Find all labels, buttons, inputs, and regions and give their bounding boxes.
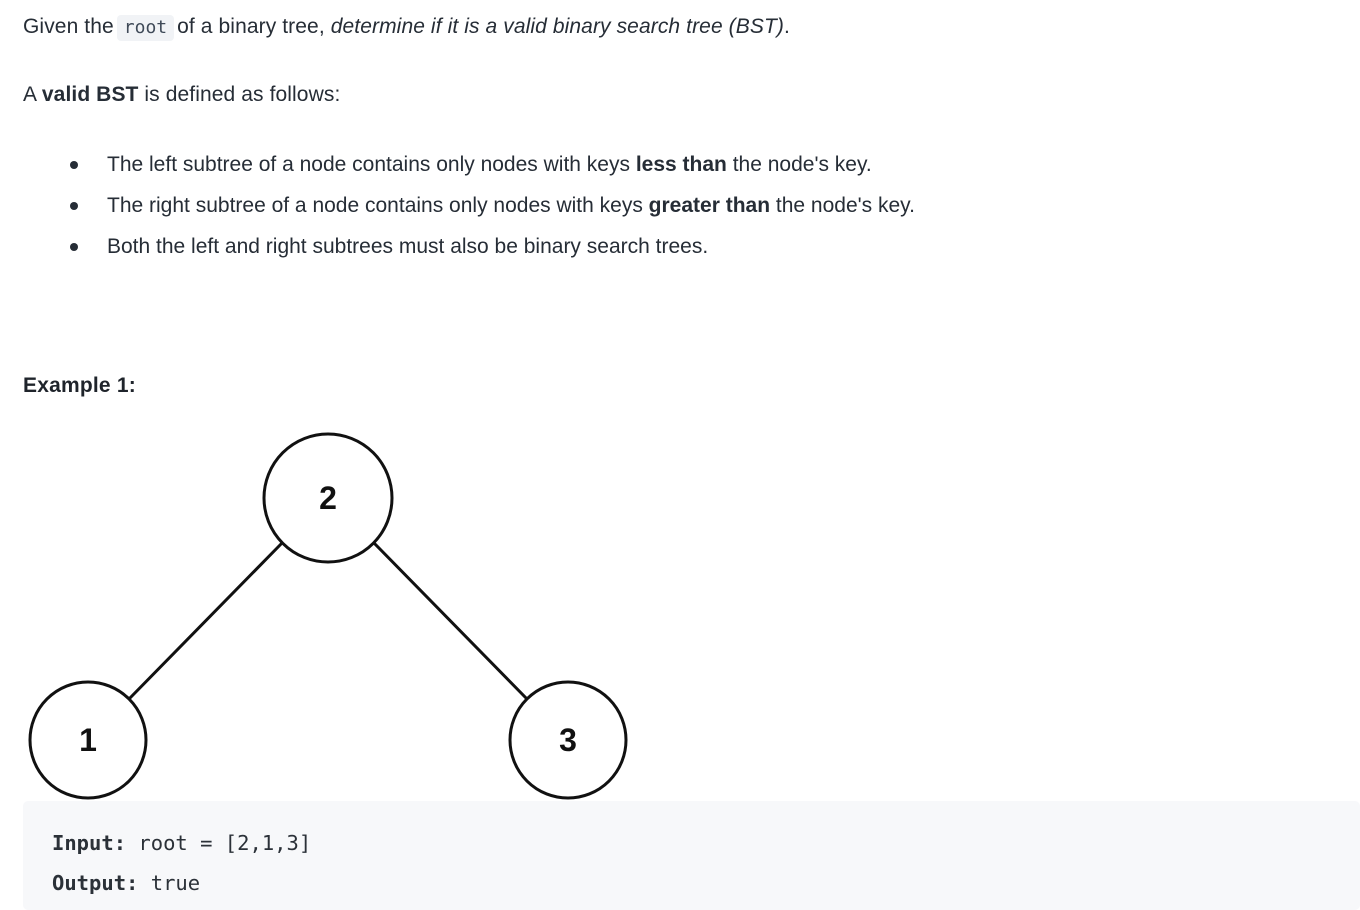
example-heading: Example 1:: [23, 374, 136, 397]
rule-bold: less than: [635, 153, 727, 176]
tree-node-right-label: 3: [559, 722, 577, 758]
list-item: The left subtree of a node contains only…: [0, 144, 1340, 185]
bullet-dot-icon: [70, 243, 78, 251]
binary-tree-diagram: 2 1 3: [0, 420, 700, 810]
rule-prefix: The right subtree of a node contains onl…: [107, 194, 643, 217]
rule-suffix: the node's key.: [775, 194, 915, 217]
intro-text-before: Given the: [23, 15, 114, 38]
tree-node-root-circle: [262, 432, 394, 564]
list-item: The right subtree of a node contains onl…: [0, 185, 1340, 226]
tree-node-left-circle: [28, 680, 148, 800]
bullet-dot-icon: [70, 161, 78, 169]
edge-root-right: [372, 541, 529, 701]
definition-bold-term: valid BST: [41, 83, 139, 106]
rule-prefix: The left subtree of a node contains only…: [107, 153, 630, 176]
list-item-text: The left subtree of a node contains only…: [107, 144, 872, 185]
code-line-input: Input: root = [2,1,3]: [52, 823, 1360, 863]
input-value: root = [2,1,3]: [126, 831, 312, 855]
bst-rules-list: The left subtree of a node contains only…: [0, 144, 1340, 267]
tree-nodes: 2 1 3: [28, 432, 628, 800]
list-item: Both the left and right subtrees must al…: [0, 226, 1340, 267]
tree-edges: [127, 541, 529, 701]
binary-tree-svg: 2 1 3: [28, 432, 628, 800]
list-item-text: Both the left and right subtrees must al…: [107, 226, 708, 267]
definition-lead-paragraph: A valid BST is defined as follows:: [23, 81, 340, 109]
definition-suffix: is defined as follows:: [144, 83, 341, 106]
list-item-text: The right subtree of a node contains onl…: [107, 185, 915, 226]
code-line-output: Output: true: [52, 863, 1360, 903]
output-value: true: [138, 871, 201, 895]
edge-root-left: [127, 541, 284, 701]
output-label: Output:: [52, 871, 139, 895]
intro-trailing-period: .: [784, 15, 790, 38]
root-code-token: root: [116, 15, 175, 41]
rule-bold: greater than: [648, 194, 771, 217]
bullet-dot-icon: [70, 202, 78, 210]
intro-text-after: of a binary tree,: [177, 15, 325, 38]
tree-node-right-circle: [508, 680, 628, 800]
definition-prefix: A: [23, 83, 36, 106]
tree-node-root-label: 2: [319, 480, 337, 516]
input-label: Input:: [52, 831, 127, 855]
rule-suffix: the node's key.: [732, 153, 872, 176]
rule-prefix: Both the left and right subtrees must al…: [107, 235, 709, 258]
example-code-block: Input: root = [2,1,3] Output: true: [23, 801, 1360, 910]
intro-italic-phrase: determine if it is a valid binary search…: [330, 15, 784, 38]
tree-node-left-label: 1: [79, 722, 97, 758]
